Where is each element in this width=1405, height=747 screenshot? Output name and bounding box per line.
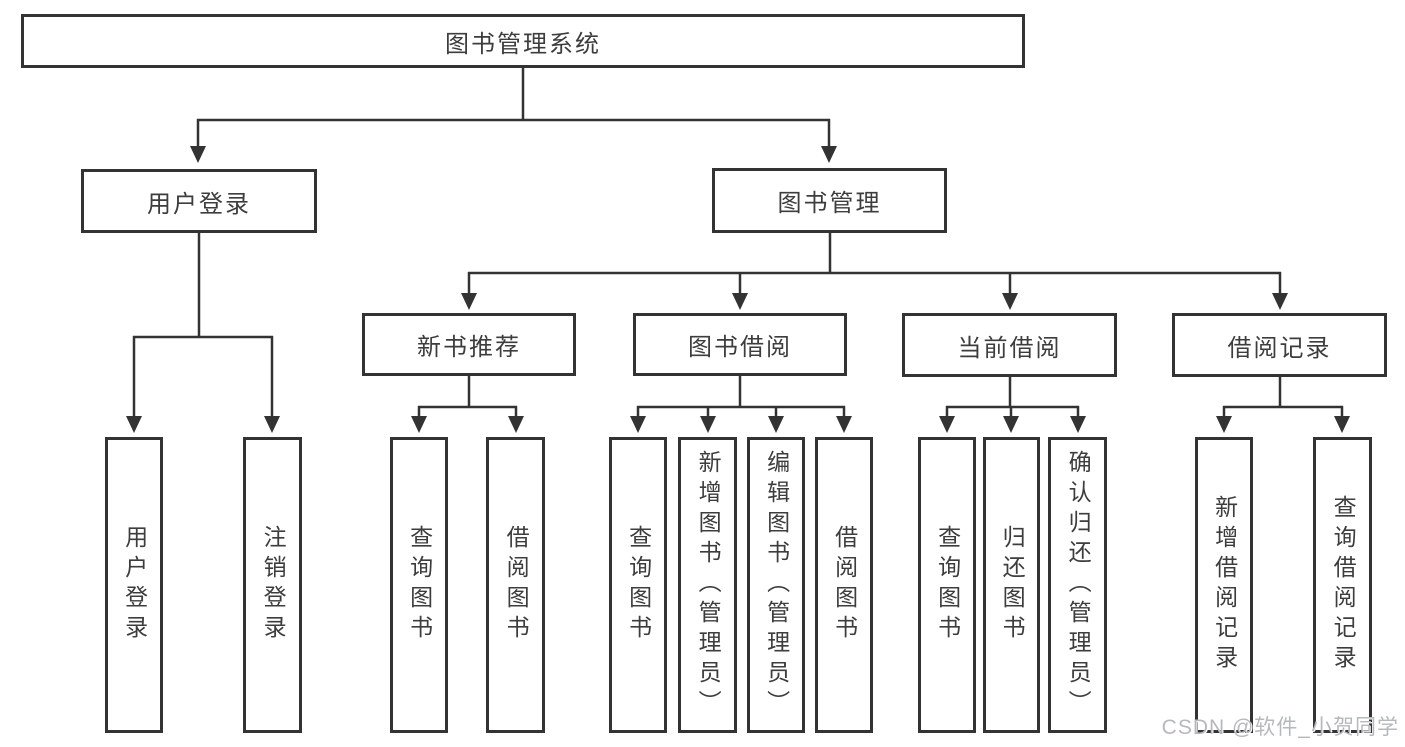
leaf-query-books-current: 查询图书 <box>918 437 976 733</box>
leaf-query-books-borrow: 查询图书 <box>609 437 667 733</box>
node-current-borrow: 当前借阅 <box>902 313 1117 377</box>
leaf-return-books: 归还图书 <box>983 437 1040 733</box>
leaf-query-books-recommend: 查询图书 <box>390 437 448 733</box>
leaf-borrow-books: 借阅图书 <box>815 437 873 733</box>
node-label: 用户登录 <box>121 525 148 645</box>
node-label: 查询借阅记录 <box>1330 495 1357 675</box>
node-borrow-records: 借阅记录 <box>1172 313 1387 377</box>
csdn-watermark: CSDN @软件_小贺同学 <box>1161 716 1399 739</box>
node-label: 新增借阅记录 <box>1211 495 1238 675</box>
node-user-login: 用户登录 <box>81 169 317 233</box>
connector-book-borrow <box>630 375 852 433</box>
leaf-borrow-books-recommend: 借阅图书 <box>486 437 545 733</box>
connector-borrow-records <box>1216 376 1350 433</box>
node-label: 查询图书 <box>934 525 961 645</box>
connector-book-management <box>461 232 1288 310</box>
node-label: 新增图书（管理员） <box>695 450 722 720</box>
node-book-management: 图书管理 <box>712 168 947 233</box>
leaf-confirm-return-admin: 确认归还（管理员） <box>1048 437 1107 733</box>
leaf-user-login: 用户登录 <box>105 437 163 733</box>
node-label: 注销登录 <box>260 525 287 645</box>
node-label: 确认归还（管理员） <box>1065 450 1092 720</box>
leaf-add-borrow-record: 新增借阅记录 <box>1195 437 1253 733</box>
leaf-edit-book-admin: 编辑图书（管理员） <box>747 437 805 733</box>
connector-user-login <box>126 232 280 433</box>
node-label: 查询图书 <box>625 525 652 645</box>
leaf-logout: 注销登录 <box>243 437 302 733</box>
node-label: 借阅图书 <box>503 525 530 645</box>
leaf-add-book-admin: 新增图书（管理员） <box>678 437 737 733</box>
node-label: 借阅图书 <box>831 525 858 645</box>
node-label: 查询图书 <box>406 525 433 645</box>
node-label: 归还图书 <box>999 525 1026 645</box>
node-new-book-recommend: 新书推荐 <box>362 313 576 376</box>
node-book-borrow: 图书借阅 <box>633 313 847 376</box>
root-box-system: 图书管理系统 <box>21 14 1025 68</box>
connector-current-borrow <box>939 376 1086 433</box>
connector-new-book-recommend <box>411 375 524 433</box>
connector-root <box>190 68 837 163</box>
node-label: 编辑图书（管理员） <box>763 450 790 720</box>
leaf-query-borrow-record: 查询借阅记录 <box>1313 437 1372 733</box>
